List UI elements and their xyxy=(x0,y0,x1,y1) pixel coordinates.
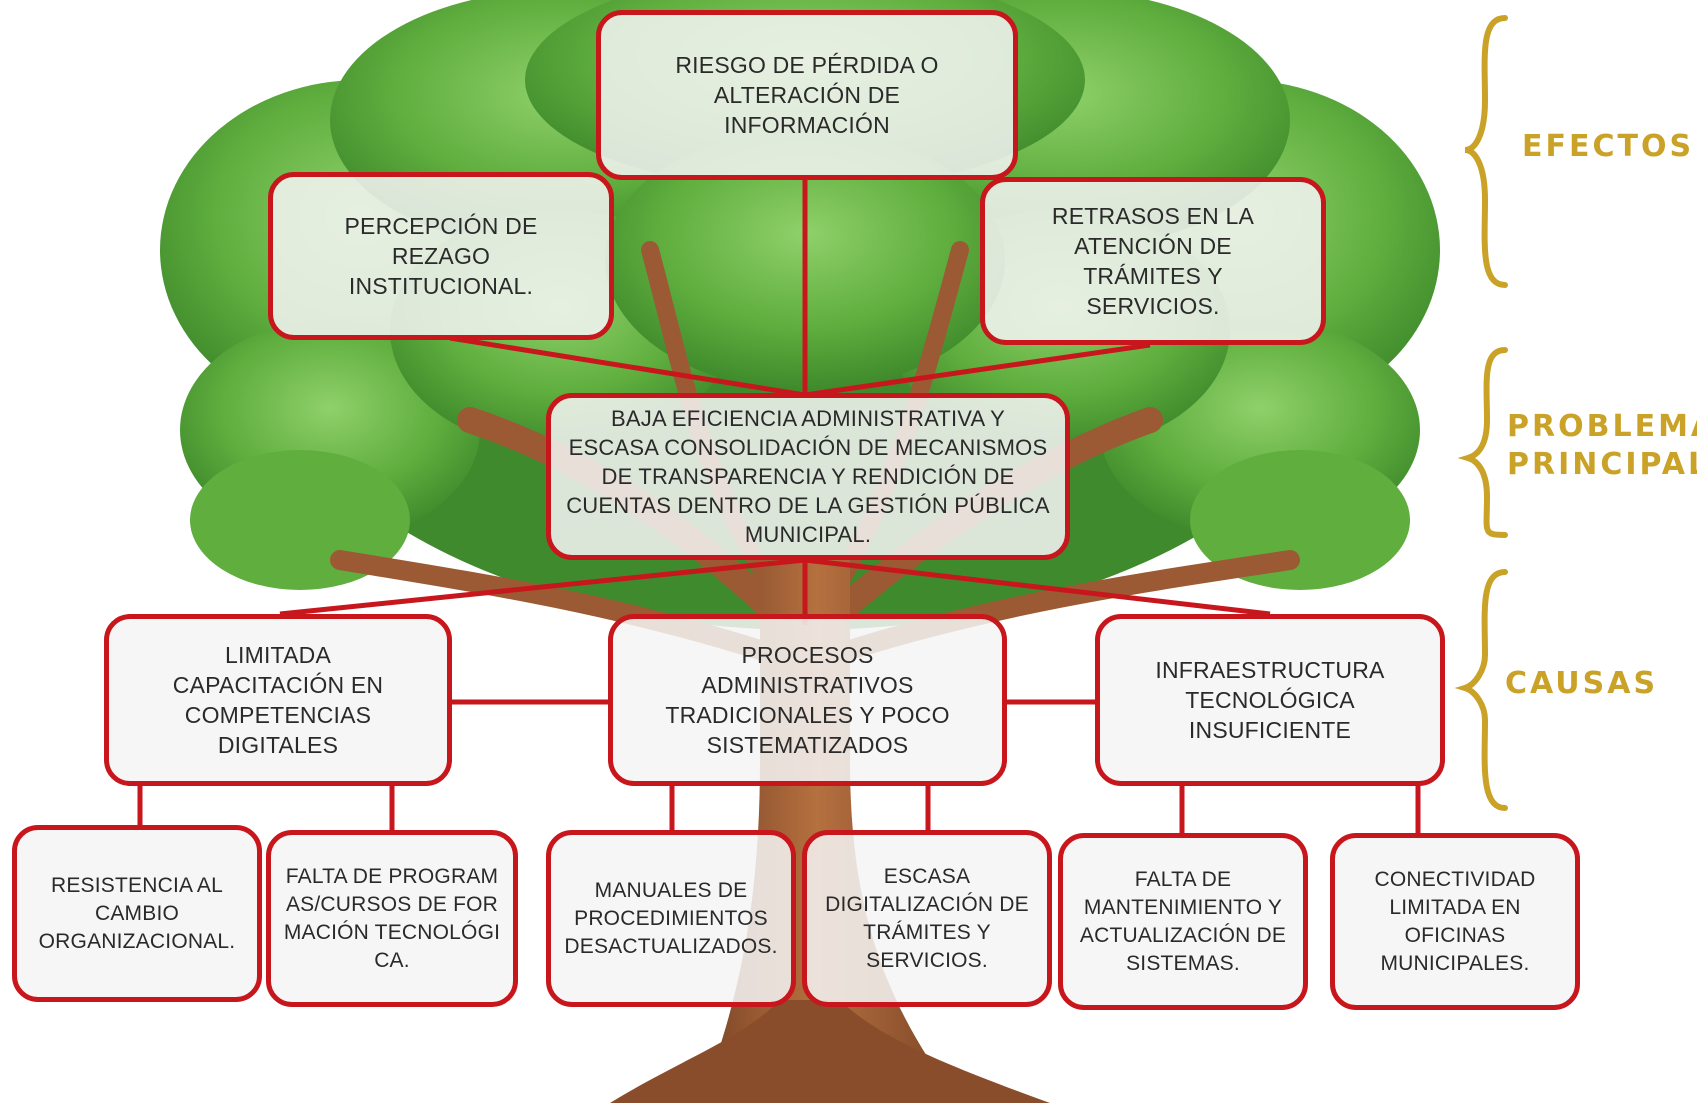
connector-lines xyxy=(137,180,1421,833)
cause-box-3: INFRAESTRUCTURA TECNOLÓGICA INSUFICIENTE xyxy=(1095,614,1445,786)
cause-text-2: PROCESOS ADMINISTRATIVOS TRADICIONALES Y… xyxy=(665,642,950,758)
effect-right-text: RETRASOS EN LA ATENCIÓN DE TRÁMITES Y SE… xyxy=(1051,203,1255,319)
label-problem-line1: PROBLEMA xyxy=(1507,409,1697,444)
main-problem-text: BAJA EFICIENCIA ADMINISTRATIVA Y ESCASA … xyxy=(566,406,1050,547)
effect-box-right: RETRASOS EN LA ATENCIÓN DE TRÁMITES Y SE… xyxy=(980,177,1326,345)
sub-cause-box-4: ESCASA DIGITALIZACIÓN DE TRÁMITES Y SERV… xyxy=(802,830,1052,1007)
sub-cause-text-4: ESCASA DIGITALIZACIÓN DE TRÁMITES Y SERV… xyxy=(825,864,1029,972)
sub-cause-text-2: FALTA DE PROGRAMAS/CURSOS DE FORMACIÓN T… xyxy=(283,864,501,972)
effect-top-text: RIESGO DE PÉRDIDA O ALTERACIÓN DE INFORM… xyxy=(675,52,939,138)
sub-cause-text-1: RESISTENCIA AL CAMBIO ORGANIZACIONAL. xyxy=(38,873,236,953)
sub-cause-box-2: FALTA DE PROGRAMAS/CURSOS DE FORMACIÓN T… xyxy=(266,830,518,1007)
effect-left-text: PERCEPCIÓN DE REZAGO INSTITUCIONAL. xyxy=(344,213,538,299)
sub-cause-text-5: FALTA DE MANTENIMIENTO Y ACTUALIZACIÓN D… xyxy=(1079,867,1287,975)
label-causes: CAUSAS xyxy=(1505,666,1659,701)
sub-cause-box-3: MANUALES DE PROCEDIMIENTOS DESACTUALIZAD… xyxy=(546,830,796,1007)
tree-roots xyxy=(610,1000,1050,1103)
sub-cause-box-1: RESISTENCIA AL CAMBIO ORGANIZACIONAL. xyxy=(12,825,262,1002)
cause-text-3: INFRAESTRUCTURA TECNOLÓGICA INSUFICIENTE xyxy=(1155,657,1385,743)
curly-brace-icon xyxy=(1464,15,1508,288)
sub-cause-box-6: CONECTIVIDAD LIMITADA EN OFICINAS MUNICI… xyxy=(1330,833,1580,1010)
sub-cause-text-3: MANUALES DE PROCEDIMIENTOS DESACTUALIZAD… xyxy=(564,878,778,958)
main-problem-box: BAJA EFICIENCIA ADMINISTRATIVA Y ESCASA … xyxy=(546,393,1070,560)
curly-brace-icon xyxy=(1457,347,1508,538)
cause-box-1: LIMITADA CAPACITACIÓN EN COMPETENCIAS DI… xyxy=(104,614,452,786)
label-effects: EFECTOS xyxy=(1522,129,1695,164)
cause-text-1: LIMITADA CAPACITACIÓN EN COMPETENCIAS DI… xyxy=(172,642,384,758)
effect-box-top: RIESGO DE PÉRDIDA O ALTERACIÓN DE INFORM… xyxy=(596,10,1018,180)
cause-box-2: PROCESOS ADMINISTRATIVOS TRADICIONALES Y… xyxy=(608,614,1007,786)
sub-cause-text-6: CONECTIVIDAD LIMITADA EN OFICINAS MUNICI… xyxy=(1374,867,1536,975)
label-problem-line2: PRINCIPAL xyxy=(1507,447,1697,482)
sub-cause-box-5: FALTA DE MANTENIMIENTO Y ACTUALIZACIÓN D… xyxy=(1058,833,1308,1010)
curly-brace-icon xyxy=(1454,569,1508,811)
effect-box-left: PERCEPCIÓN DE REZAGO INSTITUCIONAL. xyxy=(268,172,614,340)
